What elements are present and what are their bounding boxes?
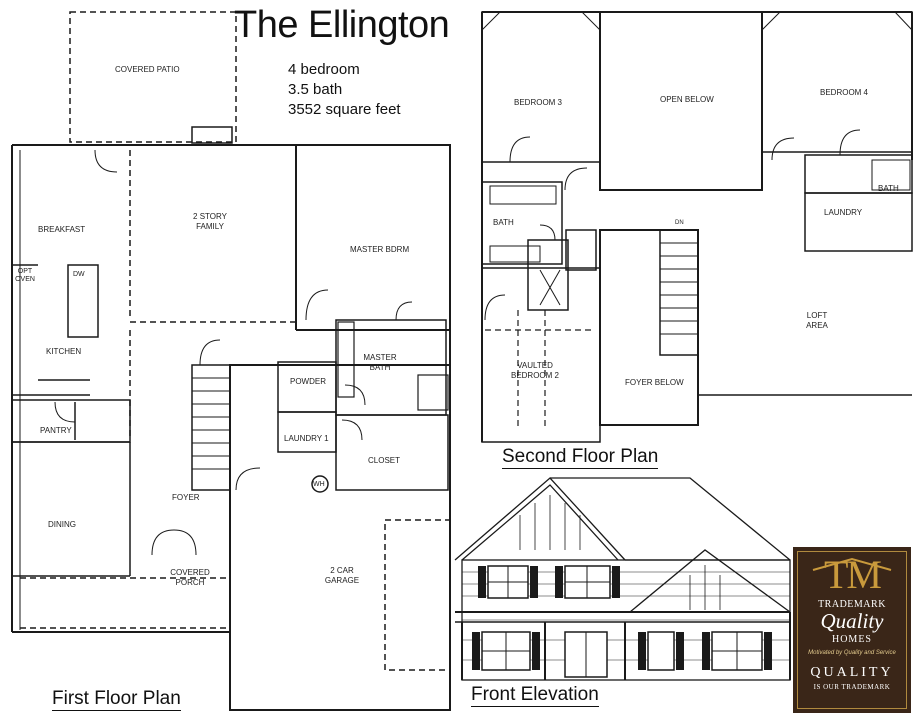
room-bath-upper-left: BATH [493,218,514,227]
room-open-below: OPEN BELOW [660,95,714,104]
logo-motto: Motivated by Quality and Service [808,650,896,656]
spec-area: 3552 square feet [288,101,401,118]
logo-quality-caps: QUALITY [810,665,894,680]
room-bath-upper-right: BATH [878,184,899,193]
logo-quality: Quality [820,609,884,633]
room-loft-area: LOFT AREA [806,311,828,330]
logo-trademark: TRADEMARK [818,599,886,610]
room-closet: CLOSET [368,456,401,465]
logo-tagline: IS OUR TRADEMARK [813,683,891,691]
spec-baths: 3.5 bath [288,81,343,98]
caption-first-floor: First Floor Plan [52,688,181,711]
room-family: 2 STORY FAMILY [193,212,227,231]
room-bedroom-3: BEDROOM 3 [514,98,563,107]
room-foyer-below: FOYER BELOW [625,378,684,387]
spec-bedrooms: 4 bedroom [288,61,360,78]
room-bedroom-4: BEDROOM 4 [820,88,869,97]
room-laundry-1: LAUNDRY 1 [284,434,329,443]
room-covered-patio: COVERED PATIO [115,65,180,74]
plan-specs: 4 bedroom 3.5 bath 3552 square feet [288,60,401,120]
room-kitchen: KITCHEN [46,347,82,356]
room-master-bdrm: MASTER BDRM [350,245,410,254]
room-pantry: PANTRY [40,426,72,435]
second-floor-plan [481,11,913,443]
caption-front-elevation: Front Elevation [471,684,599,707]
room-powder: POWDER [290,377,326,386]
room-garage: 2 CAR GARAGE [324,566,360,585]
logo-mark: TM [824,552,882,597]
room-master-bath: MASTER BATH [363,353,397,372]
first-floor-plan [11,11,451,711]
front-elevation-drawing [454,477,791,681]
caption-second-floor: Second Floor Plan [502,446,659,469]
room-opt-oven: OPT OVEN [15,268,35,283]
logo-roof-icon [812,557,892,571]
room-covered-porch: COVERED PORCH [170,568,210,587]
room-breakfast: BREAKFAST [38,225,86,234]
room-vaulted-bedroom-2: VAULTED BEDROOM 2 [510,361,559,380]
room-dining: DINING [48,520,76,529]
room-dw: DW [73,271,85,278]
stair-dn: DN [675,220,684,226]
logo-frame [797,551,907,709]
room-wh: WH [313,481,325,488]
room-foyer: FOYER [172,493,200,502]
trademark-quality-homes-logo: TM TRADEMARK Quality HOMES Motivated by … [793,547,911,713]
plan-title: The Ellington [234,4,450,46]
room-laundry: LAUNDRY [824,208,863,217]
logo-homes: HOMES [831,634,872,645]
